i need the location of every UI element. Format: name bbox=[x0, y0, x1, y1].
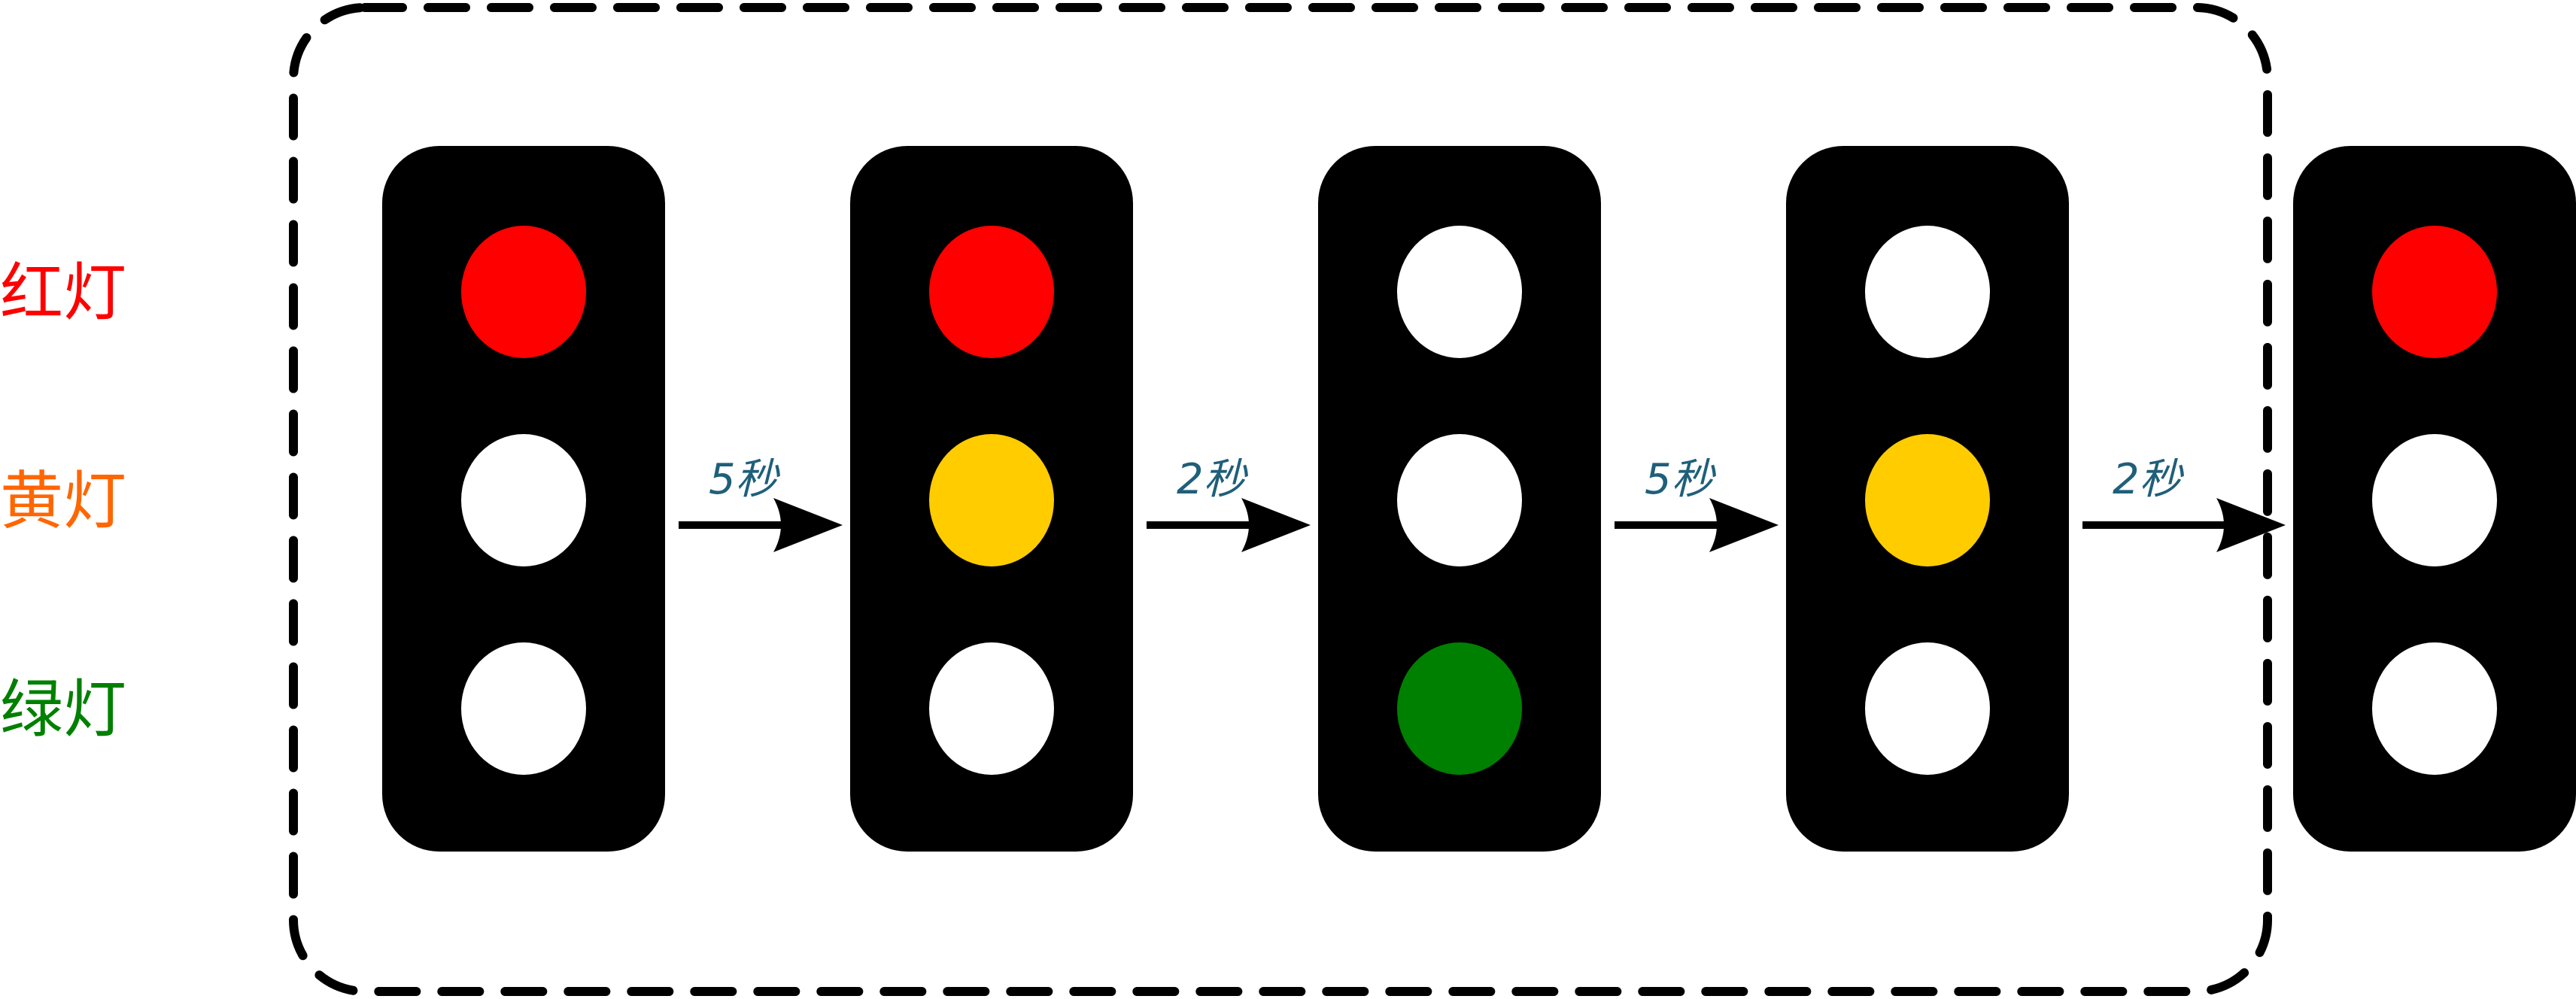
traffic-light-2 bbox=[1318, 146, 1601, 852]
traffic-light-0 bbox=[382, 146, 665, 852]
arrow-head bbox=[773, 498, 843, 552]
lamp-red bbox=[929, 226, 1054, 358]
transition-arrow-0: 5秒 bbox=[679, 455, 843, 552]
light-label-2: 绿灯 bbox=[0, 673, 126, 746]
light-label-1: 黄灯 bbox=[0, 464, 126, 538]
transition-arrows: 5秒 2秒 5秒 2秒 bbox=[679, 455, 2286, 552]
lamp-red bbox=[461, 226, 586, 358]
lamp-off bbox=[2372, 434, 2497, 566]
lamp-off bbox=[1865, 226, 1990, 358]
lamp-red bbox=[2372, 226, 2497, 358]
lamp-off bbox=[461, 434, 586, 566]
lamp-yellow bbox=[1865, 434, 1990, 566]
light-label-0: 红灯 bbox=[0, 256, 126, 329]
arrow-head bbox=[1241, 498, 1311, 552]
traffic-light-4 bbox=[2293, 146, 2576, 852]
transition-arrow-2: 5秒 bbox=[1615, 455, 1779, 552]
duration-label-2: 5秒 bbox=[1645, 455, 1717, 504]
duration-label-1: 2秒 bbox=[1177, 455, 1249, 504]
lamp-green bbox=[1397, 642, 1522, 775]
duration-label-3: 2秒 bbox=[2113, 455, 2185, 504]
lamp-off bbox=[1397, 434, 1522, 566]
lamp-off bbox=[2372, 642, 2497, 775]
transition-arrow-3: 2秒 bbox=[2082, 455, 2286, 552]
arrow-head bbox=[1709, 498, 1779, 552]
lamp-off bbox=[461, 642, 586, 775]
traffic-light-1 bbox=[850, 146, 1133, 852]
duration-label-0: 5秒 bbox=[709, 455, 781, 504]
transition-arrow-1: 2秒 bbox=[1147, 455, 1311, 552]
lamp-off bbox=[1397, 226, 1522, 358]
arrow-head bbox=[2216, 498, 2286, 552]
loop-frame bbox=[289, 3, 2272, 996]
traffic-light-3 bbox=[1786, 146, 2069, 852]
traffic-lights bbox=[382, 146, 2576, 852]
lamp-yellow bbox=[929, 434, 1054, 566]
lamp-off bbox=[929, 642, 1054, 775]
lamp-off bbox=[1865, 642, 1990, 775]
